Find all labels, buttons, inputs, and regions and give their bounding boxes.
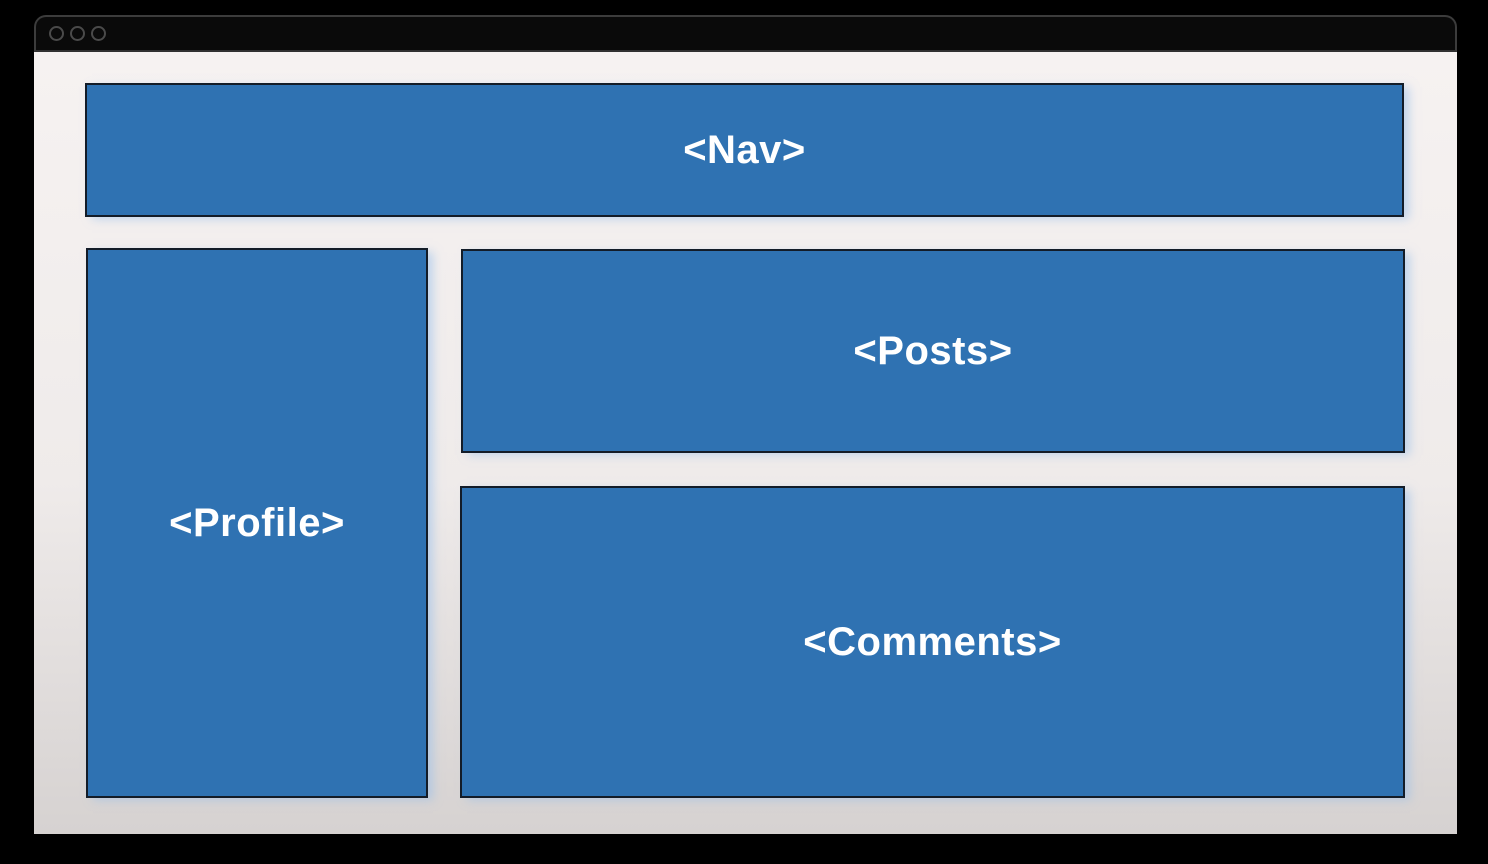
browser-titlebar <box>34 15 1457 52</box>
component-label-nav: <Nav> <box>683 127 806 172</box>
component-box-comments: <Comments> <box>460 486 1405 798</box>
component-box-posts: <Posts> <box>461 249 1405 453</box>
component-box-nav: <Nav> <box>85 83 1404 217</box>
component-label-comments: <Comments> <box>803 619 1062 664</box>
component-box-profile: <Profile> <box>86 248 428 798</box>
browser-viewport: <Nav> <Profile> <Posts> <Comments> <box>34 52 1457 834</box>
component-label-posts: <Posts> <box>853 328 1013 373</box>
window-minimize-icon <box>70 26 85 41</box>
window-close-icon <box>49 26 64 41</box>
browser-window-mockup: <Nav> <Profile> <Posts> <Comments> <box>34 15 1457 834</box>
component-label-profile: <Profile> <box>169 500 345 545</box>
window-maximize-icon <box>91 26 106 41</box>
